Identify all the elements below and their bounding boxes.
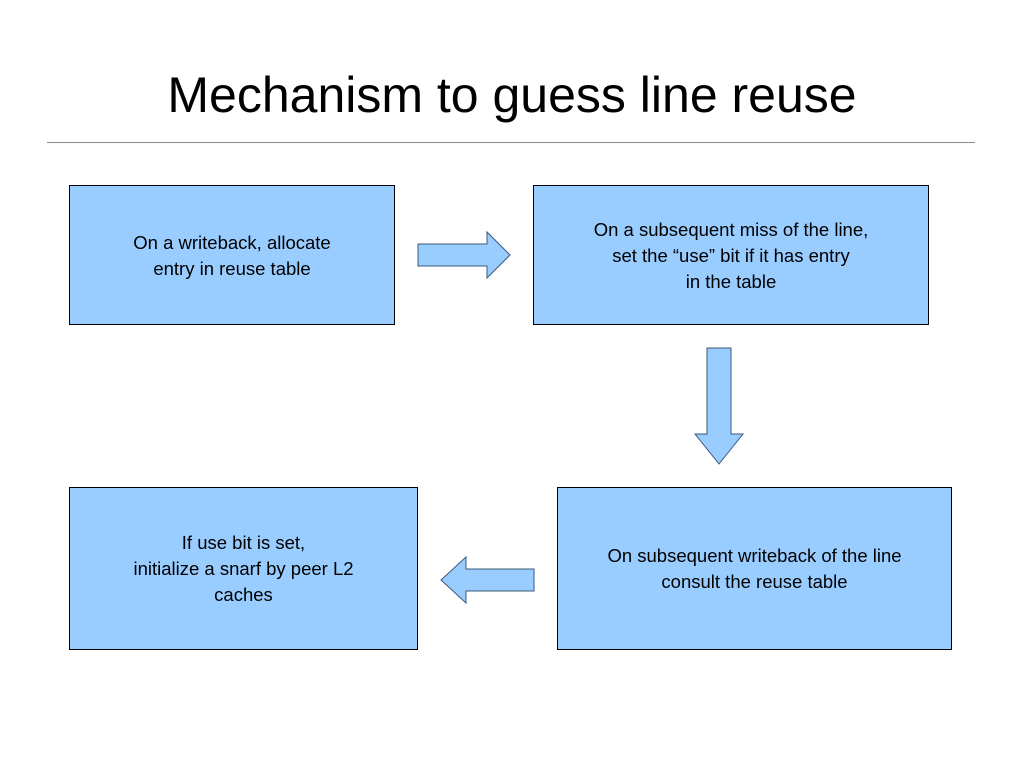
slide-title: Mechanism to guess line reuse	[167, 67, 857, 123]
step-box-set-use-bit: On a subsequent miss of the line, set th…	[533, 185, 929, 325]
step-box-allocate-entry: On a writeback, allocate entry in reuse …	[69, 185, 395, 325]
arrow-left-icon	[440, 555, 535, 605]
arrow-right-icon	[417, 230, 511, 280]
arrow-down-icon	[693, 347, 745, 465]
title-divider	[47, 142, 975, 143]
step-4-text: If use bit is set, initialize a snarf by…	[133, 531, 354, 605]
step-3-text: On subsequent writeback of the line cons…	[607, 544, 902, 592]
step-box-consult-reuse-table: On subsequent writeback of the line cons…	[557, 487, 952, 650]
step-1-text: On a writeback, allocate entry in reuse …	[133, 232, 331, 279]
step-box-initialize-snarf: If use bit is set, initialize a snarf by…	[69, 487, 418, 650]
step-2-text: On a subsequent miss of the line, set th…	[593, 219, 869, 292]
